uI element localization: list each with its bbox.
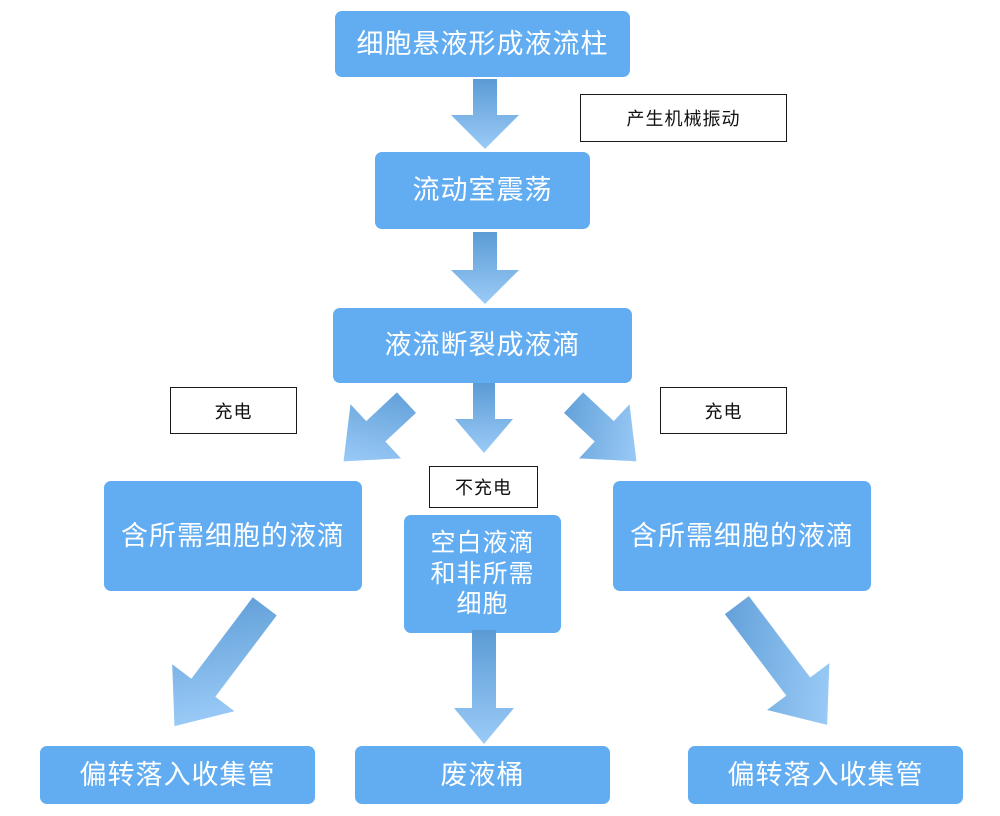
node-right-tube[interactable]: 偏转落入收集管 [688, 746, 963, 804]
note-vibration[interactable]: 产生机械振动 [580, 94, 787, 142]
arrow-left-to-tube [146, 588, 288, 748]
arrow-right-to-tube [712, 588, 854, 748]
node-middle-bin[interactable]: 废液桶 [355, 746, 610, 804]
arrow-droplets-to-middle [452, 383, 516, 455]
note-charge-right[interactable]: 充电 [660, 387, 787, 434]
node-middle-waste[interactable]: 空白液滴 和非所需 细胞 [404, 515, 561, 633]
arrow-droplets-to-right [550, 383, 660, 481]
node-droplets[interactable]: 液流断裂成液滴 [333, 308, 632, 383]
arrow-middle-to-bin [451, 630, 517, 746]
arrow-oscillate-to-droplets [447, 232, 523, 306]
node-left-tube[interactable]: 偏转落入收集管 [40, 746, 315, 804]
note-no-charge[interactable]: 不充电 [429, 466, 538, 508]
node-left-wanted[interactable]: 含所需细胞的液滴 [104, 481, 362, 591]
note-charge-left[interactable]: 充电 [170, 387, 297, 434]
node-right-wanted[interactable]: 含所需细胞的液滴 [613, 481, 871, 591]
node-oscillate[interactable]: 流动室震荡 [375, 152, 590, 229]
arrow-stream-to-oscillate [447, 79, 523, 151]
node-stream[interactable]: 细胞悬液形成液流柱 [335, 11, 630, 77]
arrow-droplets-to-left [320, 383, 430, 481]
